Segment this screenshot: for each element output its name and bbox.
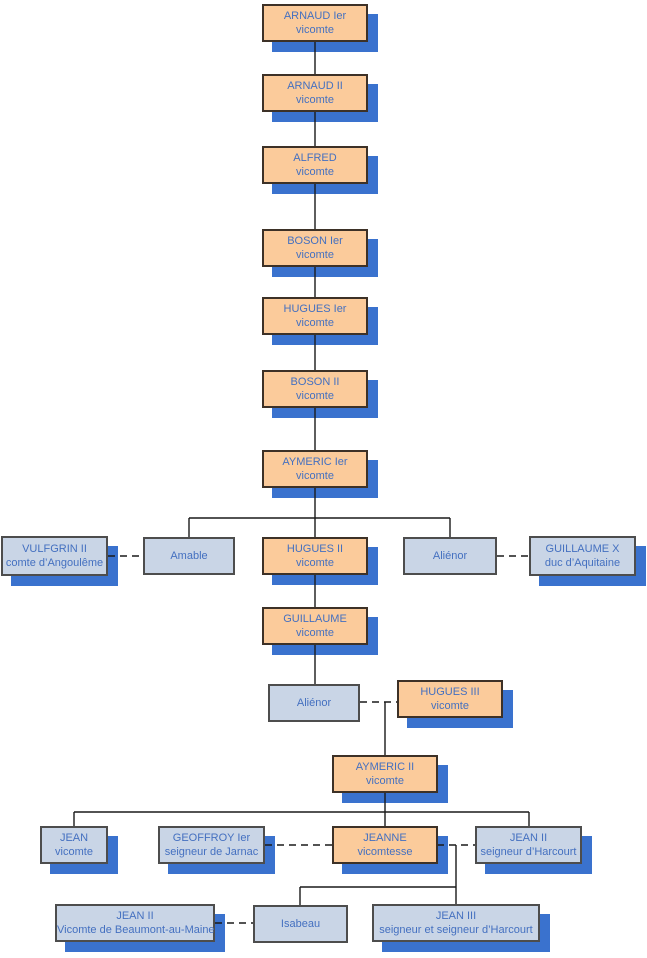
node-aymeric-1er: AYMERIC Ier vicomte	[262, 450, 368, 488]
person-name: GEOFFROY Ier	[172, 832, 251, 844]
node-vulfgrin-2: VULFGRIN II comte d’Angoulême	[1, 536, 108, 576]
person-title: vicomtesse	[357, 846, 413, 858]
node-hugues-3: HUGUES III vicomte	[397, 680, 503, 718]
person-title: vicomte	[296, 557, 334, 569]
person-name: ARNAUD Ier	[283, 10, 347, 22]
person-title: vicomte	[296, 166, 334, 178]
node-isabeau: Isabeau	[253, 905, 348, 943]
person-title: duc d’Aquitaine	[544, 557, 621, 569]
node-jeanne: JEANNE vicomtesse	[332, 826, 438, 864]
person-title: vicomte	[296, 94, 334, 106]
person-name: JEAN	[59, 832, 89, 844]
node-guillaume: GUILLAUME vicomte	[262, 607, 368, 645]
person-name: JEAN II	[116, 910, 154, 922]
person-title: vicomte	[296, 627, 334, 639]
node-amable: Amable	[143, 537, 235, 575]
descent-lines	[73, 42, 530, 905]
person-name: JEAN III	[435, 910, 477, 922]
person-title: vicomte	[296, 470, 334, 482]
person-name: ARNAUD II	[287, 80, 343, 92]
person-title: seigneur d’Harcourt	[480, 846, 577, 858]
node-alienor-2: Aliénor	[268, 684, 360, 722]
node-arnaud-1er: ARNAUD Ier vicomte	[262, 4, 368, 42]
person-name: Aliénor	[296, 697, 332, 709]
person-name: GUILLAUME	[283, 613, 347, 625]
person-name: Aliénor	[432, 550, 468, 562]
person-name: AYMERIC Ier	[282, 456, 348, 468]
person-name: BOSON Ier	[287, 235, 343, 247]
person-title: Vicomte de Beaumont-au-Maine	[57, 924, 215, 936]
person-name: Isabeau	[280, 918, 321, 930]
node-aymeric-2: AYMERIC II vicomte	[332, 755, 438, 793]
person-name: JEAN II	[509, 832, 548, 844]
node-guillaume-10: GUILLAUME X duc d’Aquitaine	[529, 536, 636, 576]
person-title: comte d’Angoulême	[5, 557, 104, 569]
marriage-lines	[108, 555, 529, 924]
node-jean-1: JEAN vicomte	[40, 826, 108, 864]
node-jean-2-harcourt: JEAN II seigneur d’Harcourt	[475, 826, 582, 864]
node-alfred: ALFRED vicomte	[262, 146, 368, 184]
person-title: vicomte	[366, 775, 404, 787]
person-title: vicomte	[296, 317, 334, 329]
person-name: Amable	[170, 550, 208, 562]
person-name: AYMERIC II	[355, 761, 415, 773]
person-name: HUGUES Ier	[283, 303, 347, 315]
person-name: VULFGRIN II	[22, 543, 87, 555]
person-name: HUGUES II	[286, 543, 344, 555]
person-name: HUGUES III	[420, 686, 480, 698]
person-name: GUILLAUME X	[545, 543, 620, 555]
person-name: ALFRED	[293, 152, 337, 164]
person-title: vicomte	[431, 700, 469, 712]
node-jean-2-beaumont: JEAN II Vicomte de Beaumont-au-Maine	[55, 904, 215, 942]
node-hugues-2: HUGUES II vicomte	[262, 537, 368, 575]
node-geoffroy-1er: GEOFFROY Ier seigneur de Jarnac	[158, 826, 265, 864]
node-boson-2: BOSON II vicomte	[262, 370, 368, 408]
person-title: vicomte	[296, 24, 334, 36]
person-name: JEANNE	[363, 832, 407, 844]
person-title: vicomte	[296, 390, 334, 402]
person-title: seigneur de Jarnac	[164, 846, 259, 858]
node-jean-3: JEAN III seigneur et seigneur d’Harcourt	[372, 904, 540, 942]
node-alienor-1: Aliénor	[403, 537, 497, 575]
person-title: vicomte	[55, 846, 93, 858]
node-boson-1er: BOSON Ier vicomte	[262, 229, 368, 267]
person-title: seigneur et seigneur d’Harcourt	[379, 924, 533, 936]
node-arnaud-2: ARNAUD II vicomte	[262, 74, 368, 112]
person-title: vicomte	[296, 249, 334, 261]
node-hugues-1er: HUGUES Ier vicomte	[262, 297, 368, 335]
person-name: BOSON II	[290, 376, 340, 388]
